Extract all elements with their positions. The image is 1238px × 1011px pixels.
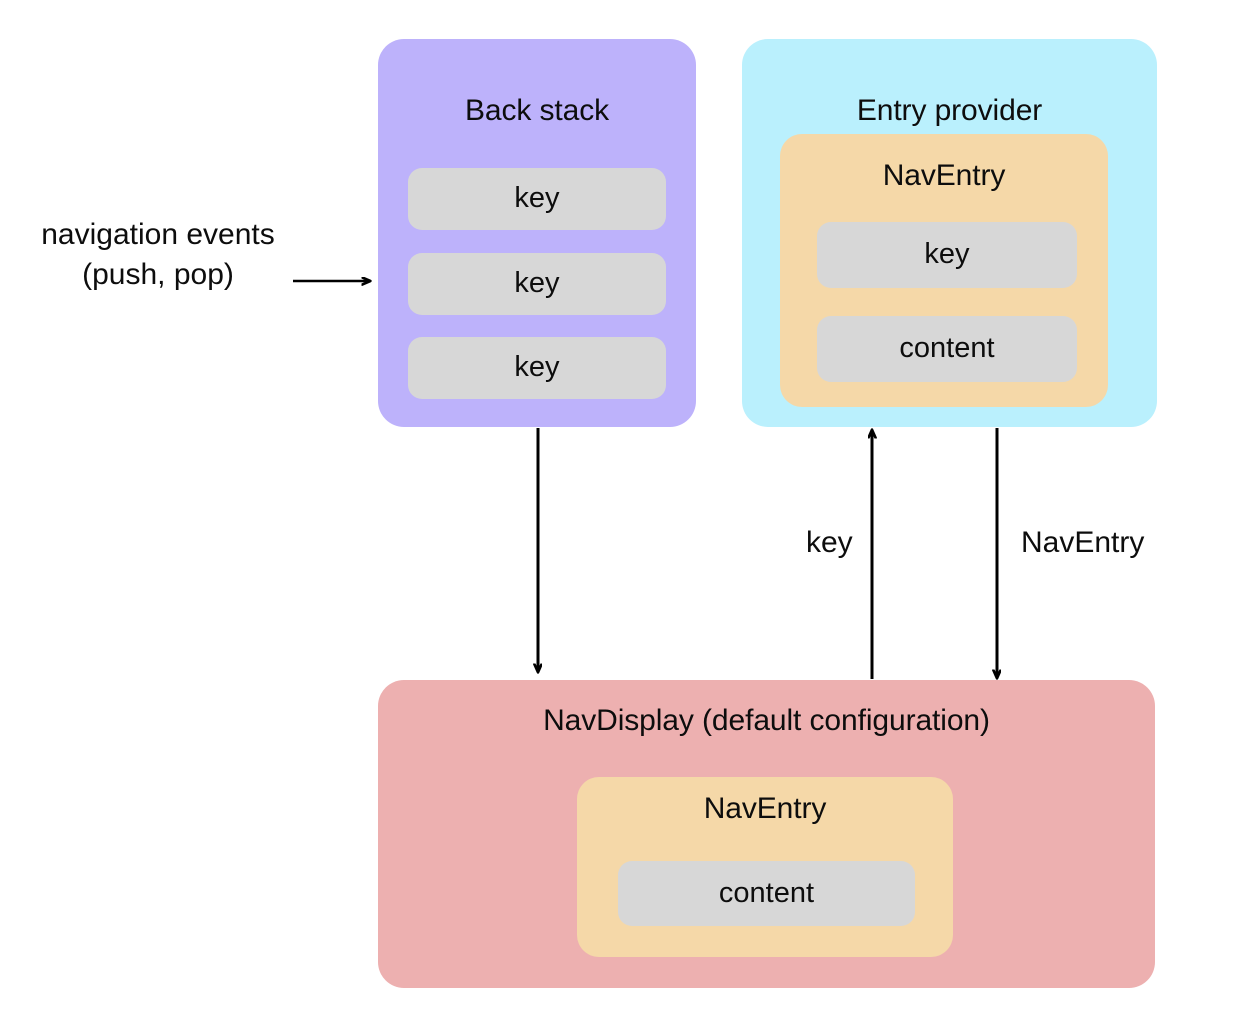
arrow-label-key: key <box>806 526 853 559</box>
entry-provider-nav-entry-box: NavEntry key content <box>780 134 1108 407</box>
entry-provider-nav-entry-content-pill: content <box>817 316 1077 382</box>
entry-provider-nav-entry-key-label: key <box>924 238 970 271</box>
entry-provider-nav-entry-title: NavEntry <box>882 159 1006 192</box>
nav-display-title: NavDisplay (default configuration) <box>543 704 990 737</box>
navigation-events-line-2: (push, pop) <box>82 257 234 291</box>
back-stack-key-item-2-label: key <box>514 267 560 300</box>
navigation-events-label: navigation events (push, pop) <box>8 215 308 294</box>
back-stack-title: Back stack <box>464 94 610 127</box>
back-stack-key-item-3-label: key <box>514 351 560 384</box>
nav-display-nav-entry-content-label: content <box>718 876 815 909</box>
nav-display-nav-entry-title: NavEntry <box>703 792 827 825</box>
nav-display-box: NavDisplay (default configuration) NavEn… <box>378 680 1155 988</box>
back-stack-key-item-2: key <box>408 253 666 315</box>
back-stack-key-item-1: key <box>408 168 666 230</box>
back-stack-key-item-1-label: key <box>514 182 560 215</box>
nav-display-nav-entry-box: NavEntry content <box>577 777 953 957</box>
back-stack-box: Back stack key key key <box>378 39 696 427</box>
entry-provider-title: Entry provider <box>856 94 1043 127</box>
navigation-events-line-1: navigation events <box>41 218 275 251</box>
entry-provider-nav-entry-key-pill: key <box>817 222 1077 288</box>
arrow-label-naventry: NavEntry <box>1021 526 1145 559</box>
back-stack-key-item-3: key <box>408 337 666 399</box>
entry-provider-nav-entry-content-label: content <box>899 332 995 365</box>
entry-provider-box: Entry provider NavEntry key content <box>742 39 1157 427</box>
nav-display-nav-entry-content-pill: content <box>618 861 915 926</box>
